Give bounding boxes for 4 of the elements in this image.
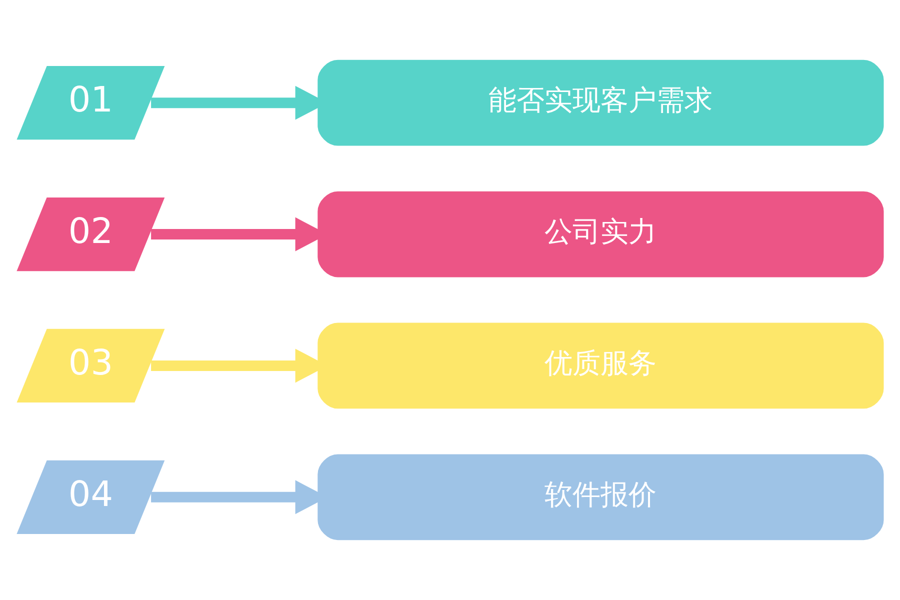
node-box: 软件报价 — [316, 452, 886, 542]
node-box: 公司实力 — [316, 190, 886, 279]
node-box: 优质服务 — [316, 321, 886, 410]
node-box: 能否实现客户需求 — [316, 58, 886, 148]
